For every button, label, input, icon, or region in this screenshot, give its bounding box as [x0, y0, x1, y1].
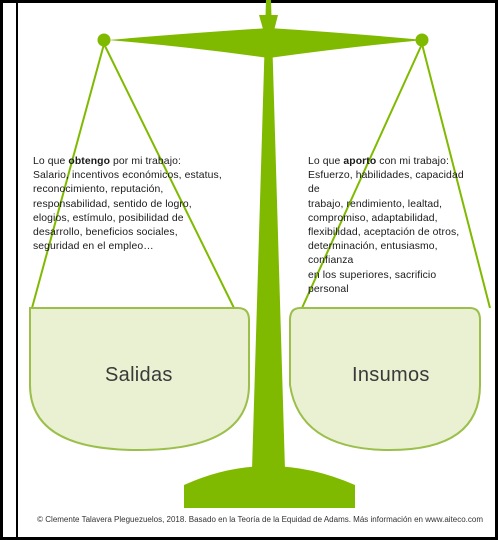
inputs-line: Esfuerzo, habilidades, capacidad de [308, 170, 464, 196]
inputs-keyword: aporto [343, 156, 377, 167]
right-string-outer [301, 43, 423, 309]
left-pan [29, 307, 250, 452]
outputs-keyword: obtengo [68, 156, 111, 167]
right-pan-label: Insumos [352, 364, 430, 386]
outputs-line: seguridad en el empleo… [33, 241, 154, 253]
inputs-line: compromiso, adaptabilidad, [308, 212, 438, 224]
inputs-description: Lo que aporto con mi trabajo: Esfuerzo, … [308, 155, 478, 297]
outputs-line: Salario, incentivos económicos, estatus, [33, 170, 222, 182]
outputs-line: desarrollo, beneficios sociales, [33, 227, 178, 239]
outputs-description: Lo que obtengo por mi trabajo: Salario, … [33, 155, 238, 254]
outputs-line: reconocimiento, reputación, [33, 184, 164, 196]
left-pan-label: Salidas [105, 364, 173, 386]
outputs-line: elogios, estímulo, posibilidad de [33, 212, 184, 224]
scale-beam [108, 28, 424, 58]
right-pan [289, 307, 481, 452]
outputs-line: responsabilidad, sentido de logro, [33, 198, 192, 210]
inputs-intro: Lo que aporto con mi trabajo: [308, 156, 449, 167]
beam-left-knob [97, 33, 111, 47]
inner-border [16, 0, 497, 540]
inputs-line: determinación, entusiasmo, confianza [308, 241, 438, 267]
credit-footer: © Clemente Talavera Pleguezuelos, 2018. … [37, 515, 483, 524]
left-string-outer [31, 43, 105, 309]
inputs-line: trabajo, rendimiento, lealtad, [308, 198, 443, 210]
inputs-line: flexibilidad, aceptación de otros, [308, 227, 460, 239]
right-string-inner [421, 43, 491, 309]
left-string-inner [103, 43, 235, 309]
outputs-intro: Lo que obtengo por mi trabajo: [33, 156, 181, 167]
inputs-line: en los superiores, sacrificio personal [308, 269, 437, 295]
scale-post [252, 0, 285, 470]
scale-base [184, 466, 355, 508]
beam-right-knob [415, 33, 429, 47]
